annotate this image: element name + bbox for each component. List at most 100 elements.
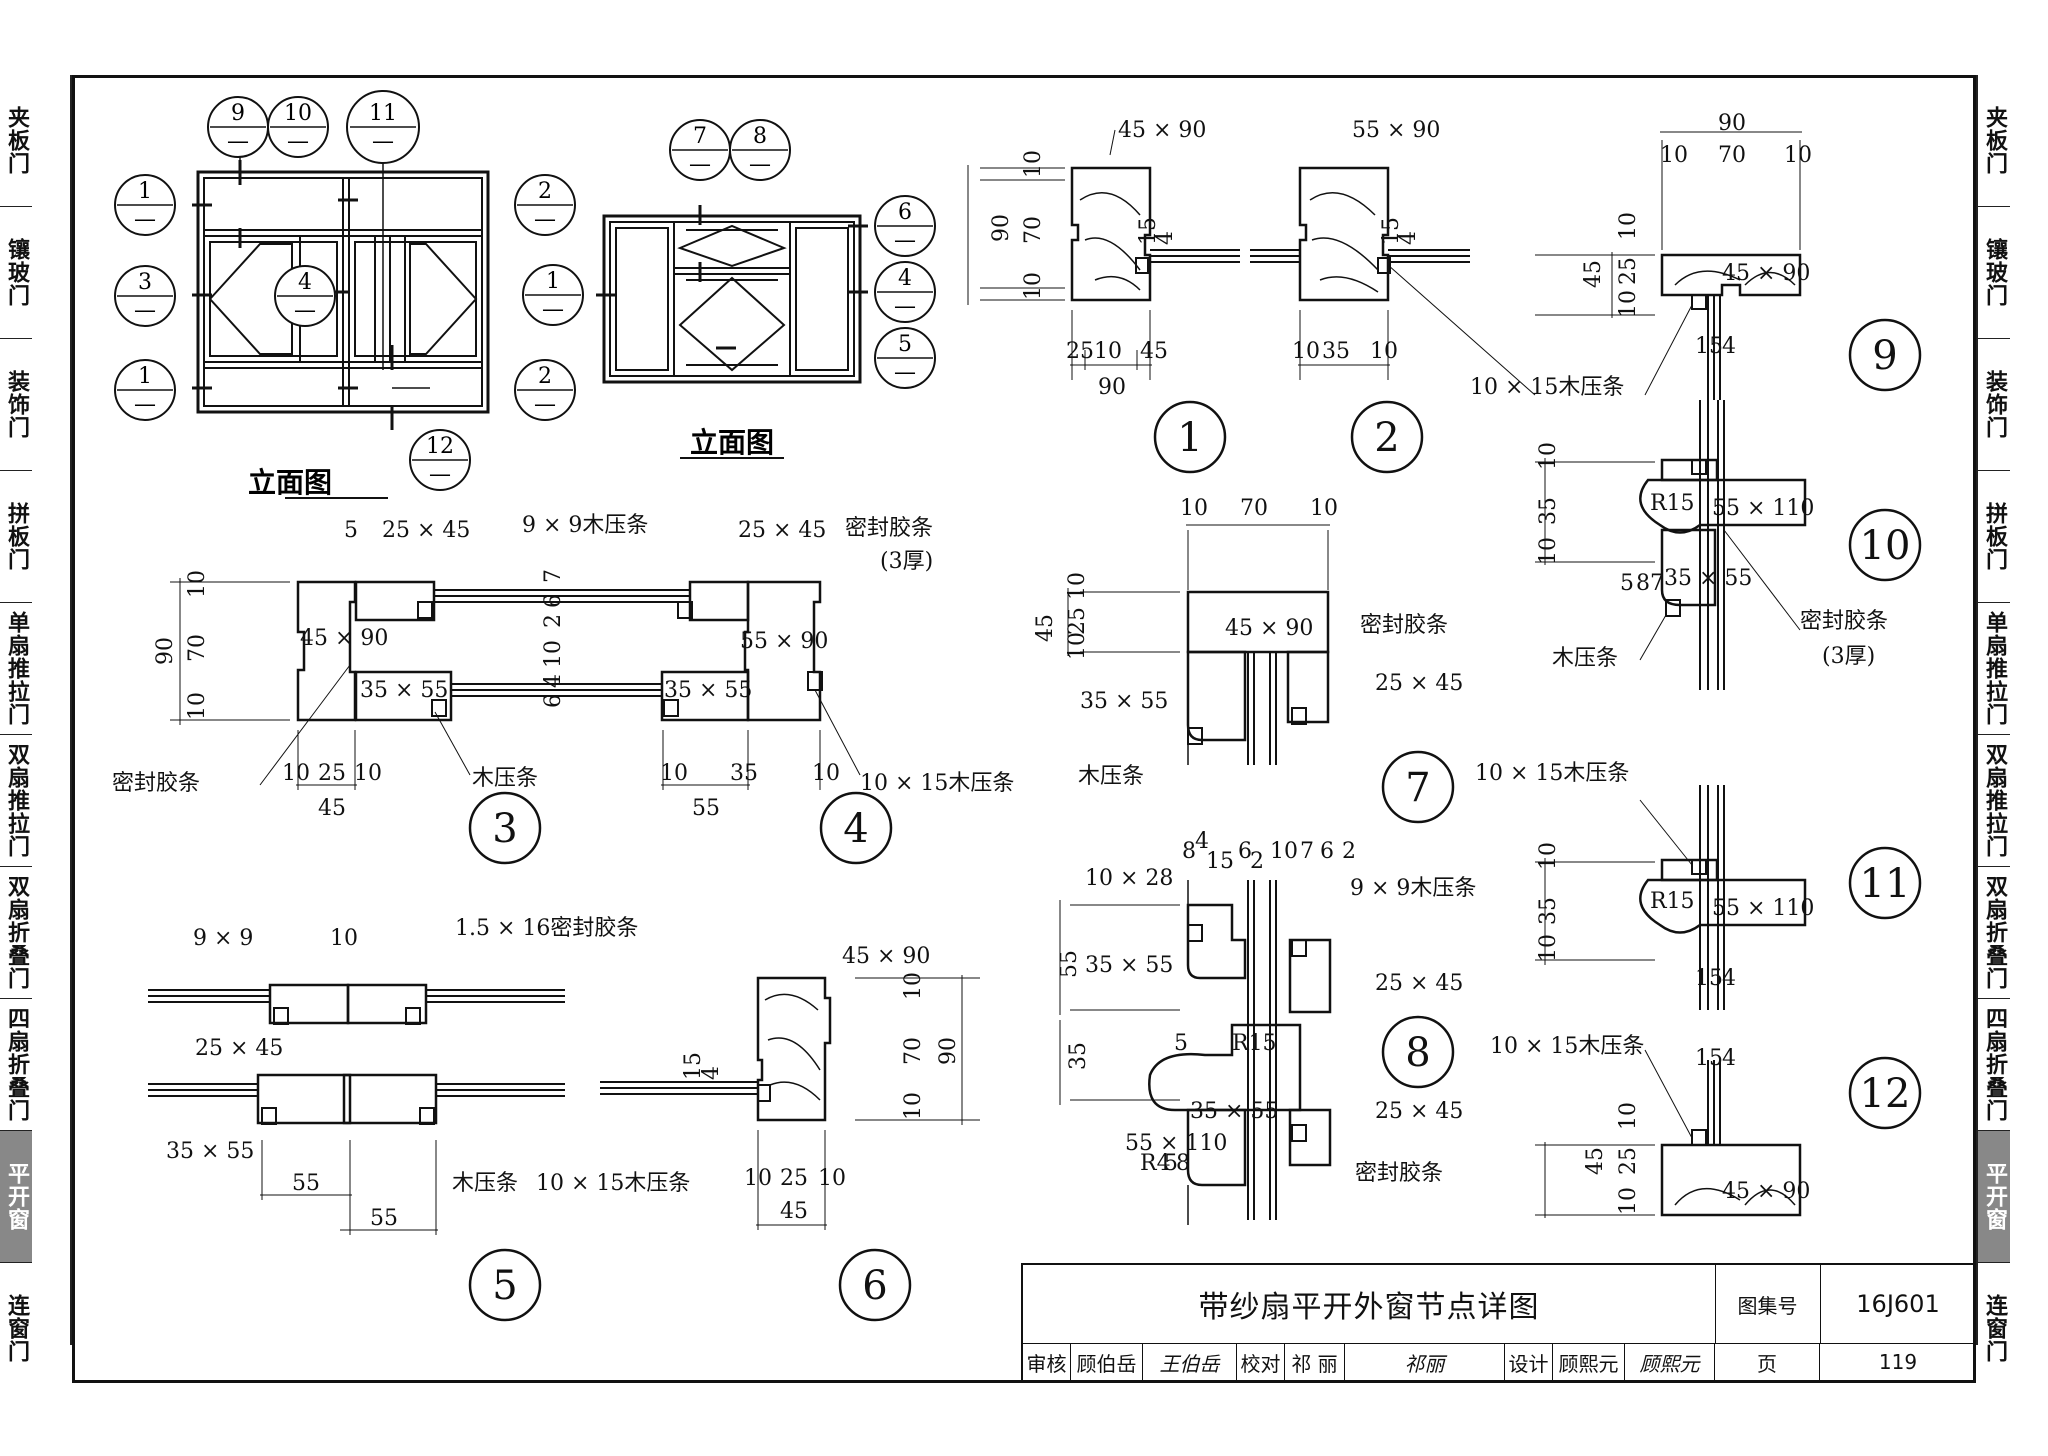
svg-text:55: 55 — [370, 1206, 398, 1231]
callout[interactable]: 9— — [207, 96, 269, 158]
left-side-index: 夹板门 镶玻门 装饰门 拼板门 单扇推拉门 双扇推拉门 双扇折叠门 四扇折叠门 … — [0, 75, 72, 1363]
svg-text:10: 10 — [1021, 272, 1046, 300]
detail-6 — [600, 975, 980, 1230]
callout[interactable]: 10— — [267, 96, 329, 158]
svg-text:5: 5 — [1620, 571, 1634, 596]
side-tab[interactable]: 四扇折叠门 — [1978, 999, 2010, 1131]
title-block: 带纱扇平开外窗节点详图 图集号 16J601 审核 顾伯岳 王伯岳 校对 祁 丽… — [1021, 1263, 1974, 1381]
detail-number: 9 — [1872, 333, 1897, 379]
svg-text:35 × 55: 35 × 55 — [1664, 566, 1752, 591]
svg-text:—: — — [227, 129, 249, 154]
callout[interactable]: 7— — [669, 119, 731, 181]
svg-text:6: 6 — [1320, 839, 1334, 864]
side-tab[interactable]: 连窗门 — [1982, 1294, 2007, 1363]
svg-text:45: 45 — [1140, 339, 1168, 364]
side-tab[interactable]: 双扇推拉门 — [1978, 735, 2010, 867]
check-label: 校对 — [1237, 1343, 1285, 1381]
svg-text:45 × 90: 45 × 90 — [842, 944, 930, 969]
callout[interactable]: 12— — [409, 429, 471, 491]
side-tab[interactable]: 夹板门 — [0, 75, 32, 207]
detail-5 — [148, 983, 565, 1235]
svg-text:55: 55 — [292, 1171, 320, 1196]
callout[interactable]: 3— — [114, 265, 176, 327]
svg-text:10: 10 — [1370, 339, 1398, 364]
svg-text:15: 15 — [1206, 849, 1234, 874]
svg-text:10: 10 — [282, 761, 310, 786]
svg-text:(3厚): (3厚) — [1822, 644, 1875, 669]
svg-text:—: — — [894, 228, 916, 253]
side-tab[interactable]: 装饰门 — [1978, 339, 2010, 471]
svg-text:4: 4 — [699, 1066, 724, 1080]
svg-text:35: 35 — [1322, 339, 1350, 364]
svg-text:9 × 9: 9 × 9 — [193, 926, 253, 951]
svg-text:(3厚): (3厚) — [880, 549, 933, 574]
side-tab[interactable]: 镶玻门 — [0, 207, 32, 339]
svg-text:4: 4 — [1722, 1046, 1736, 1071]
callout[interactable]: 1— — [114, 359, 176, 421]
svg-text:5: 5 — [344, 518, 358, 543]
detail-number: 10 — [1860, 523, 1911, 569]
side-tab[interactable]: 双扇折叠门 — [1978, 867, 2010, 999]
svg-text:—: — — [894, 294, 916, 319]
side-tab[interactable]: 四扇折叠门 — [0, 999, 32, 1131]
detail-2 — [1250, 166, 1536, 396]
side-tab[interactable]: 双扇推拉门 — [0, 735, 32, 867]
svg-text:—: — — [894, 360, 916, 385]
side-tab[interactable]: 夹板门 — [1978, 75, 2010, 207]
svg-text:1: 1 — [138, 179, 152, 204]
atlas-label: 图集号 — [1715, 1265, 1821, 1343]
side-tab[interactable]: 装饰门 — [0, 339, 32, 471]
side-tab[interactable]: 拼板门 — [0, 471, 32, 603]
svg-text:7: 7 — [1650, 571, 1664, 596]
detail-number: 4 — [843, 806, 868, 852]
side-tab[interactable]: 双扇折叠门 — [0, 867, 32, 999]
svg-text:密封胶条: 密封胶条 — [1360, 613, 1448, 638]
callout[interactable]: 4— — [874, 261, 936, 323]
callout[interactable]: 2— — [514, 174, 576, 236]
svg-text:35 × 55: 35 × 55 — [1085, 953, 1173, 978]
side-tab-active[interactable]: 平开窗 — [1978, 1131, 2010, 1263]
svg-text:10: 10 — [1292, 339, 1320, 364]
svg-text:35: 35 — [1536, 497, 1561, 525]
detail-10 — [1535, 400, 1807, 690]
svg-text:8: 8 — [1636, 571, 1650, 596]
svg-text:5: 5 — [1164, 1151, 1178, 1176]
svg-text:10: 10 — [744, 1166, 772, 1191]
callout[interactable]: 1— — [114, 174, 176, 236]
callout[interactable]: 6— — [874, 195, 936, 257]
side-tab[interactable]: 单扇推拉门 — [0, 603, 32, 735]
svg-text:45: 45 — [780, 1199, 808, 1224]
side-tab[interactable]: 单扇推拉门 — [1978, 603, 2010, 735]
svg-text:25 × 45: 25 × 45 — [1375, 971, 1463, 996]
svg-text:10 × 15木压条: 10 × 15木压条 — [860, 771, 1014, 796]
svg-text:7: 7 — [1300, 839, 1314, 864]
svg-text:10: 10 — [901, 972, 926, 1000]
side-tab-active[interactable]: 平开窗 — [0, 1131, 32, 1263]
svg-text:4: 4 — [1722, 334, 1736, 359]
svg-text:90: 90 — [989, 214, 1014, 242]
callout[interactable]: 8— — [729, 119, 791, 181]
reviewer-signature: 王伯岳 — [1143, 1343, 1237, 1381]
svg-text:70: 70 — [1240, 496, 1268, 521]
svg-text:70: 70 — [1718, 143, 1746, 168]
svg-text:木压条: 木压条 — [1552, 646, 1618, 671]
svg-text:2: 2 — [538, 179, 552, 204]
callout[interactable]: 1— — [522, 264, 584, 326]
callout[interactable]: 5— — [874, 327, 936, 389]
checker-name: 祁 丽 — [1285, 1343, 1345, 1381]
svg-text:25 × 45: 25 × 45 — [195, 1036, 283, 1061]
side-tab[interactable]: 镶玻门 — [1978, 207, 2010, 339]
svg-text:2: 2 — [541, 614, 566, 628]
svg-text:—: — — [542, 297, 564, 322]
svg-text:10: 10 — [1536, 537, 1561, 565]
callout[interactable]: 4— — [274, 265, 336, 327]
callout[interactable]: 2— — [514, 359, 576, 421]
svg-text:8: 8 — [753, 124, 767, 149]
svg-text:4: 4 — [298, 270, 312, 295]
callout[interactable]: 11— — [346, 90, 420, 164]
svg-text:25: 25 — [1065, 607, 1090, 635]
side-tab[interactable]: 连窗门 — [4, 1294, 29, 1363]
svg-text:55: 55 — [1057, 950, 1082, 978]
svg-text:木压条: 木压条 — [472, 766, 538, 791]
side-tab[interactable]: 拼板门 — [1978, 471, 2010, 603]
